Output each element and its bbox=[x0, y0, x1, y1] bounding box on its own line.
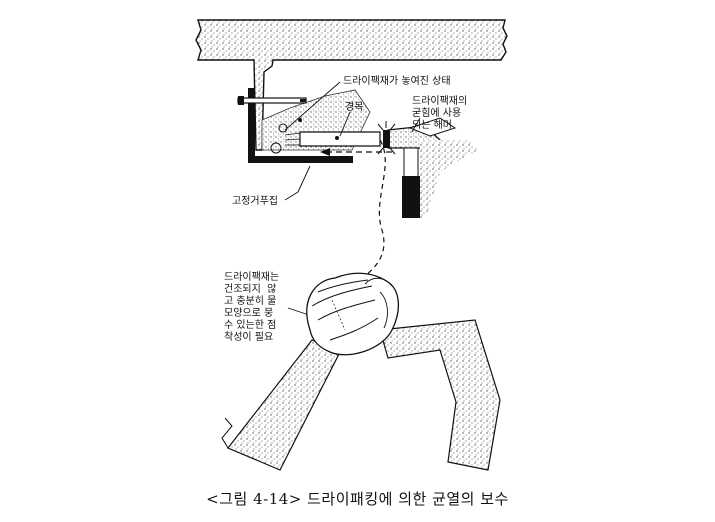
leader-lines bbox=[284, 81, 421, 317]
clasped-hands bbox=[306, 272, 399, 356]
label-gyeongmok: 경목 bbox=[345, 102, 364, 113]
fixing-bolt bbox=[237, 96, 307, 105]
label-hammer-note: 드라이팩재의 굳힘에 사용 되는 해머 bbox=[412, 96, 468, 131]
dashed-arrow-left bbox=[320, 148, 392, 156]
fixing-formwork bbox=[248, 88, 353, 163]
dashed-connector bbox=[357, 139, 386, 286]
figure-caption: <그림 4-14> 드라이패킹에 의한 균열의 보수 bbox=[206, 490, 509, 508]
impact-mark bbox=[377, 121, 396, 155]
label-placed-state: 드라이팩재가 놓여진 상태 bbox=[343, 76, 451, 87]
wooden-dowel bbox=[284, 131, 381, 147]
label-hands-note: 드라이팩재는 건조되지 않 고 충분히 물 모양으로 뭉 수 있는한 점 착성이… bbox=[224, 272, 280, 343]
right-forearm bbox=[379, 319, 501, 471]
concrete-beam bbox=[195, 19, 508, 151]
left-forearm bbox=[221, 339, 341, 471]
label-fixing-frame: 고정거푸집 bbox=[232, 196, 278, 207]
hammer bbox=[383, 117, 478, 218]
